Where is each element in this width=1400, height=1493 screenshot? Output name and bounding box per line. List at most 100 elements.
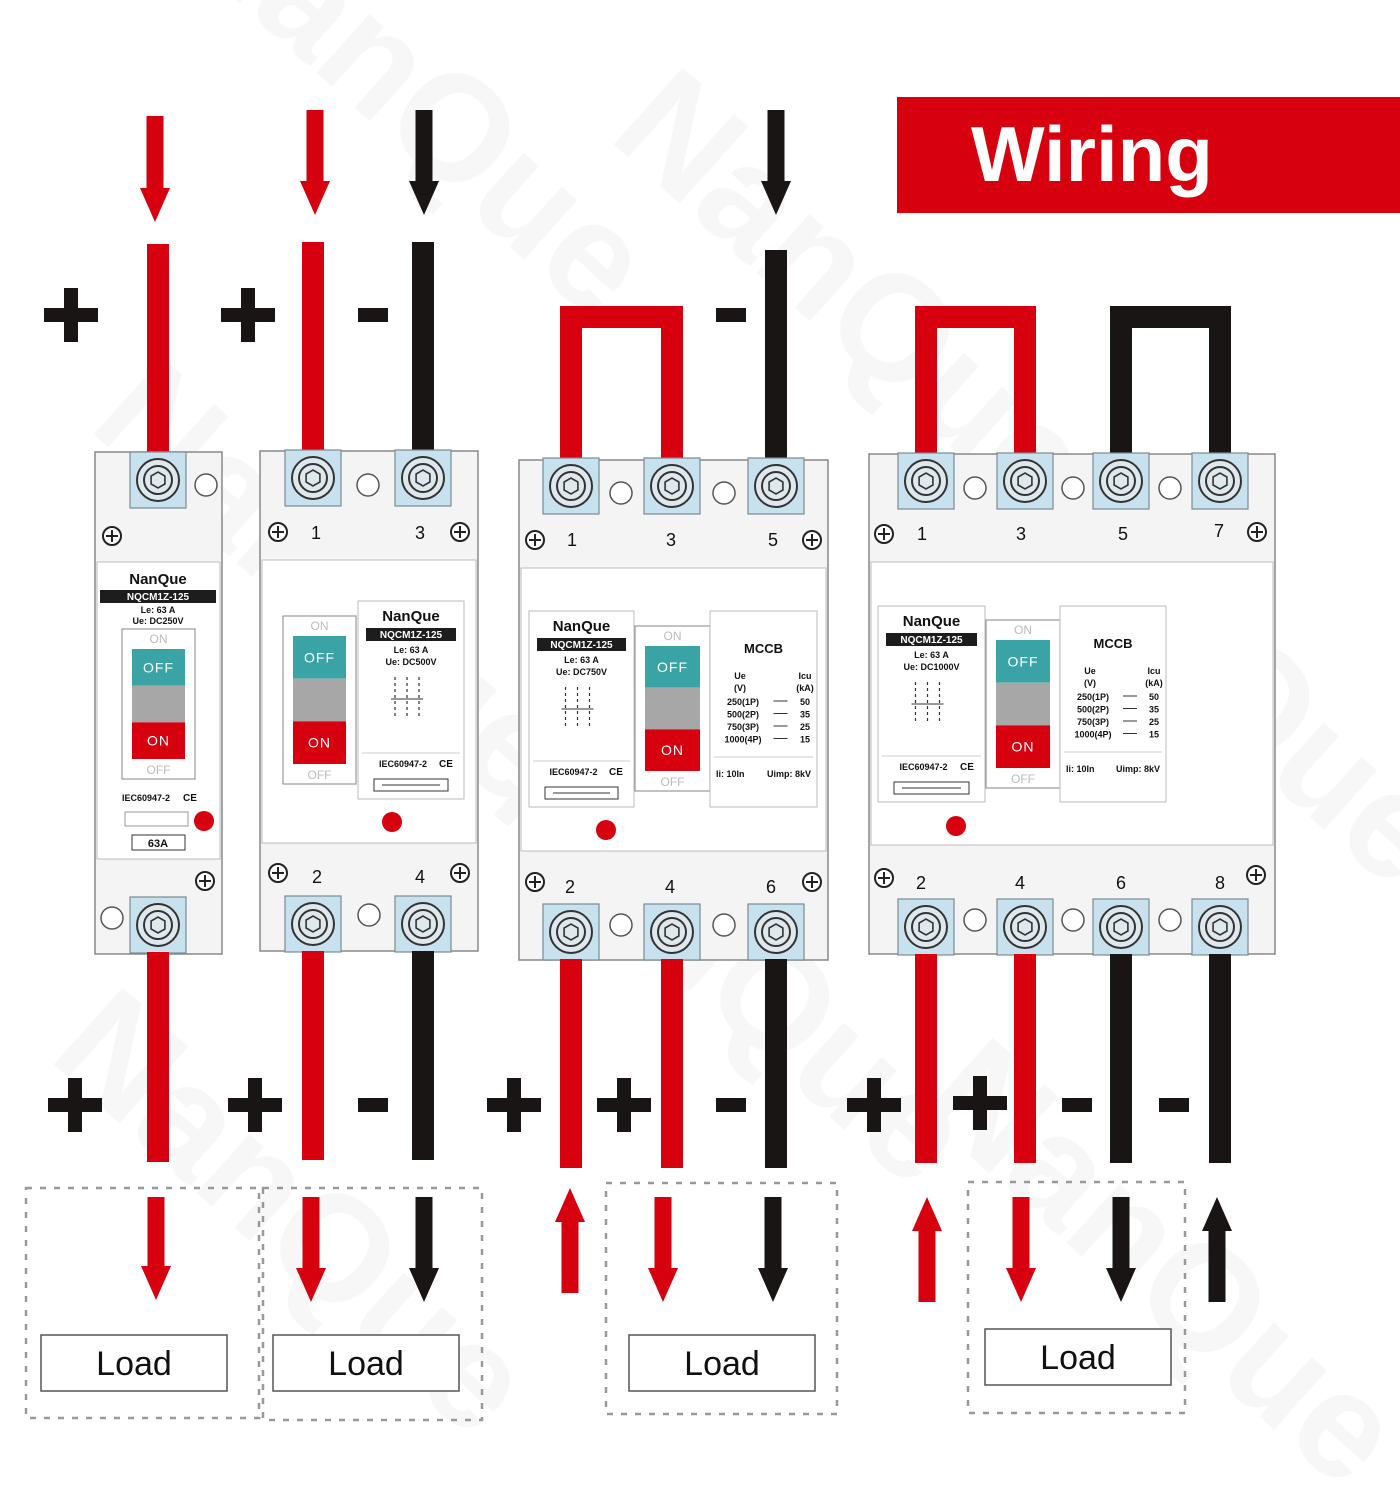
contact-symbol [373, 778, 449, 792]
terminal-screw-ring [1010, 912, 1040, 942]
bridge-left-leg [1110, 306, 1132, 458]
spec-icu-cell: 50 [1149, 692, 1159, 702]
input-arrow-plus [555, 1188, 585, 1293]
mounting-hole [609, 913, 633, 937]
sign-bar-h [716, 1098, 746, 1112]
spec-col2-unit: (kA) [1145, 678, 1163, 688]
arrow-shaft [764, 1197, 782, 1269]
terminal-screw-ring [1205, 912, 1235, 942]
spec-footer-left: Ii: 10In [1066, 764, 1095, 774]
terminal-screw-ring [1106, 466, 1136, 496]
screw-icon [195, 871, 215, 891]
input-wire-plus [302, 242, 324, 458]
input-arrow-minus [409, 110, 439, 215]
input-arrow-plus [140, 116, 170, 222]
mounting-hole [1158, 476, 1182, 500]
sign-minus: - [358, 308, 388, 322]
output-arrow-minus [409, 1197, 439, 1302]
terminal-top-3 [643, 457, 701, 515]
toggle-off-text: OFF [657, 659, 688, 675]
arrow-head [300, 181, 330, 215]
terminal-bottom-2 [284, 895, 342, 953]
spec-col1-unit: (V) [1084, 678, 1096, 688]
terminal-bottom [129, 896, 187, 954]
terminal-screw-ring [911, 912, 941, 942]
spec-footer-right: Uimp: 8kV [767, 769, 811, 779]
terminal-number: 6 [766, 877, 776, 897]
spec-voltage-cell: 750(3P) [1077, 717, 1109, 727]
arrow-head [555, 1188, 585, 1222]
mounting-hole [609, 481, 633, 505]
toggle-on-text: ON [308, 735, 331, 751]
output-wire-minus [412, 951, 434, 1160]
toggle-on-caption: ON [311, 619, 329, 633]
standard-text: IEC60947-2 [549, 767, 597, 777]
screw-icon [1247, 522, 1267, 542]
terminal-number: 7 [1214, 521, 1224, 541]
mounting-hole [356, 473, 380, 497]
toggle-on-zone [645, 729, 700, 771]
arrow-head [1006, 1268, 1036, 1302]
output-wire-plus [302, 951, 324, 1160]
model-badge [366, 628, 456, 641]
terminal-number: 2 [916, 873, 926, 893]
spec-table-plate [1059, 605, 1167, 803]
arrow-head [1202, 1197, 1232, 1231]
terminal-screw-ring [556, 917, 586, 947]
bridge-right-leg [1209, 306, 1231, 458]
terminal-top-3 [996, 452, 1054, 510]
screw-icon [268, 863, 288, 883]
mounting-hole [1061, 908, 1085, 932]
sign-minus: - [716, 1098, 746, 1112]
terminal-screw-ring [1205, 466, 1235, 496]
toggle-on-caption: ON [150, 632, 168, 646]
load-box [628, 1334, 816, 1392]
toggle-on-caption: ON [1014, 623, 1032, 637]
bridge-top [560, 306, 683, 328]
sign-bar-h [716, 308, 746, 322]
bridge-top [1110, 306, 1231, 328]
load-box [272, 1334, 460, 1392]
toggle-handle [645, 687, 700, 730]
toggle-off-text: OFF [1008, 653, 1039, 669]
arrow-head [761, 181, 791, 215]
arrow-shaft [1208, 1230, 1226, 1302]
arrow-head [296, 1268, 326, 1302]
output-wire-plus [147, 952, 169, 1162]
screw-icon [450, 522, 470, 542]
arrow-shaft [306, 110, 324, 182]
screw-icon [102, 526, 122, 546]
toggle-on-zone [132, 722, 185, 759]
hex-socket-icon [305, 915, 321, 933]
sign-bar-v [241, 288, 255, 342]
spec-title: MCCB [1094, 636, 1133, 651]
model-number: NQCM1Z-125 [127, 592, 190, 603]
sign-plus: + [847, 1078, 901, 1132]
bridge-top [915, 306, 1036, 328]
screw-icon [268, 522, 288, 542]
sign-plus: + [48, 1078, 102, 1132]
input-arrow-plus [912, 1197, 942, 1302]
voltage-rating: Ue: DC500V [385, 657, 436, 667]
arrow-shaft [767, 110, 785, 182]
terminal-screw-ring [298, 909, 328, 939]
hex-socket-icon [563, 923, 579, 941]
ce-mark: CE [960, 762, 974, 773]
terminal-number: 1 [567, 530, 577, 550]
spec-table-plate [709, 610, 818, 808]
sign-bar-v [68, 1078, 82, 1132]
model-number: NQCM1Z-125 [380, 630, 443, 641]
terminal-screw-ring [761, 471, 791, 501]
terminal-top [129, 451, 187, 509]
current-rating: Le: 63 A [394, 645, 429, 655]
sign-bar-v [507, 1078, 521, 1132]
model-badge [886, 633, 977, 646]
mounting-hole [712, 481, 736, 505]
load-label: Load [1040, 1339, 1116, 1377]
sign-plus: + [487, 1078, 541, 1132]
terminal-bottom-4 [996, 898, 1054, 956]
voltage-rating: Ue: DC1000V [903, 662, 959, 672]
